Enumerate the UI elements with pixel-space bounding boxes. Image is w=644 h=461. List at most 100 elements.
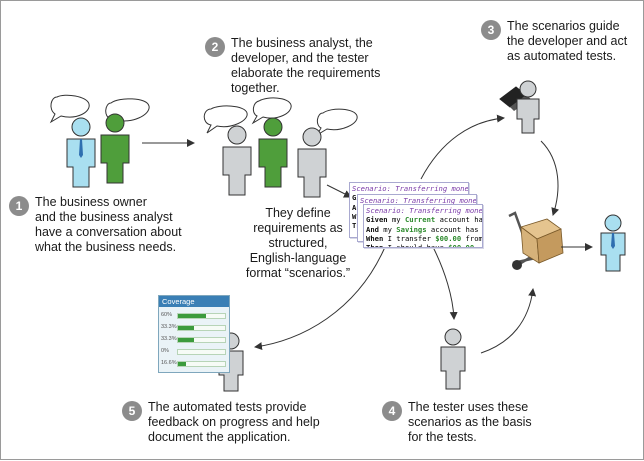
coverage-label: 0% <box>161 348 169 354</box>
step-line: and the business analyst <box>35 210 173 224</box>
note-line: format “scenarios.” <box>245 266 351 280</box>
step-line: elaborate the requirements <box>231 66 381 80</box>
business-owner-person-icon <box>600 214 626 272</box>
step-line: The business analyst, the <box>231 36 373 50</box>
scenario-token: $00.00 <box>448 243 475 248</box>
scenario-steps: Given my Current account has a bAnd my S… <box>366 215 483 248</box>
scenario-fragment: An <box>352 203 466 212</box>
person-green-icon <box>258 117 288 188</box>
note-line: English-language <box>249 251 347 265</box>
step-number-badge: 4 <box>382 401 402 421</box>
step-number-badge: 1 <box>9 196 29 216</box>
arrow-to-delivery <box>540 140 560 216</box>
coverage-bar <box>177 337 226 343</box>
coverage-bar-fill <box>178 326 194 330</box>
coverage-header: Coverage <box>159 296 229 307</box>
arrow-to-developer <box>420 114 505 180</box>
speech-bubble-icon <box>203 105 248 134</box>
scenario-token: I transfer <box>383 233 436 243</box>
step-line: together. <box>231 81 280 95</box>
step-description: The automated tests provide feedback on … <box>148 400 320 445</box>
step-line: as automated tests. <box>507 49 617 63</box>
hand-truck-box-icon <box>508 211 564 270</box>
scenario-token: Given <box>366 215 388 225</box>
scenario-token: And <box>366 224 379 234</box>
scenario-token: my <box>378 224 397 234</box>
coverage-bar <box>177 313 226 319</box>
note-line: requirements as <box>253 221 343 235</box>
step-line: developer, and the tester <box>231 51 369 65</box>
step-line: The business owner <box>35 195 147 209</box>
step-1: 1 The business owner and the business an… <box>9 195 182 255</box>
scenario-step-line: Then I should have $00.00 <box>366 243 480 248</box>
scenario-token: my <box>387 215 405 225</box>
business-analyst-person-icon <box>100 113 130 184</box>
arrow-tester-to-delivery <box>480 288 537 354</box>
coverage-row: 33.3% <box>159 323 229 332</box>
coverage-bar <box>177 361 226 367</box>
scenario-token: account has a bal <box>430 224 482 234</box>
coverage-bar <box>177 349 226 355</box>
coverage-row: 16.6% <box>159 359 229 368</box>
step-line: what the business needs. <box>35 240 177 254</box>
arrow-to-reports <box>254 246 386 351</box>
coverage-bar-fill <box>178 338 194 342</box>
scenario-title: Scenario: Transferring money to <box>366 206 483 215</box>
scenario-title: Scenario: Transferring money to <box>360 196 477 205</box>
scenario-token: Savings <box>396 224 427 234</box>
scenario-step-line: And my Savings account has a bal <box>366 224 482 234</box>
scenario-note: They define requirements as structured, … <box>239 206 357 281</box>
step-line: feedback on progress and help <box>148 415 320 429</box>
step-line: the developer and act <box>507 34 628 48</box>
business-owner-person-icon <box>66 117 96 188</box>
scenario-title: Scenario: Transferring money to <box>352 184 469 193</box>
step-description: The scenarios guide the developer and ac… <box>507 19 627 64</box>
step-description: The business analyst, the developer, and… <box>231 36 380 96</box>
step-line: scenarios as the basis <box>408 415 532 429</box>
scenario-token: from my <box>465 233 483 243</box>
coverage-row: 60% <box>159 311 229 320</box>
step-line: The scenarios guide <box>507 19 620 33</box>
step-line: The tester uses these <box>408 400 529 414</box>
step-description: The tester uses these scenarios as the b… <box>408 400 532 445</box>
coverage-label: 33.3% <box>161 324 177 330</box>
coverage-label: 60% <box>161 312 173 318</box>
scenario-token: I should have <box>383 243 449 248</box>
speech-bubble-icon <box>49 94 90 124</box>
arrow-to-tester <box>432 246 458 320</box>
speech-bubble-icon <box>251 97 292 125</box>
coverage-row: 33.3% <box>159 335 229 344</box>
step-line: have a conversation about <box>35 225 182 239</box>
scenario-token: Current <box>404 215 436 225</box>
coverage-bar-fill <box>178 314 207 318</box>
scenario-document-front: Scenario: Transferring money to Given my… <box>363 204 483 248</box>
step-line: The automated tests provide <box>148 400 307 414</box>
coverage-report: Coverage 60% 33.3% 33.3% 0% 16.6% <box>158 295 230 373</box>
coverage-label: 16.6% <box>161 360 177 366</box>
scenario-fragment: Gi <box>352 193 466 202</box>
step-number-badge: 5 <box>122 401 142 421</box>
note-line: structured, <box>268 236 328 250</box>
coverage-bar <box>177 325 226 331</box>
step-2: 2 The business analyst, the developer, a… <box>205 36 380 96</box>
coverage-row: 0% <box>159 347 229 356</box>
step-3: 3 The scenarios guide the developer and … <box>481 19 627 64</box>
step-5: 5 The automated tests provide feedback o… <box>122 400 320 445</box>
coverage-bar-fill <box>178 362 186 366</box>
person-gray-icon <box>222 125 252 196</box>
step-line: document the application. <box>148 430 291 444</box>
step-number-badge: 2 <box>205 37 225 57</box>
speech-bubble-icon <box>315 108 358 137</box>
scenario-fragment: Th <box>352 221 466 230</box>
person-gray-icon <box>297 127 327 198</box>
arrow-to-scenarios <box>326 184 352 198</box>
scenario-token: account has a b <box>439 215 483 225</box>
step-description: The business owner and the business anal… <box>35 195 182 255</box>
scenario-fragment: Wh <box>352 212 466 221</box>
scenario-token: $00.00 <box>435 233 462 243</box>
step-4: 4 The tester uses these scenarios as the… <box>382 400 532 445</box>
developer-person-icon <box>516 80 540 134</box>
coverage-label: 33.3% <box>161 336 177 342</box>
scenario-step-line: Given my Current account has a b <box>366 215 483 225</box>
